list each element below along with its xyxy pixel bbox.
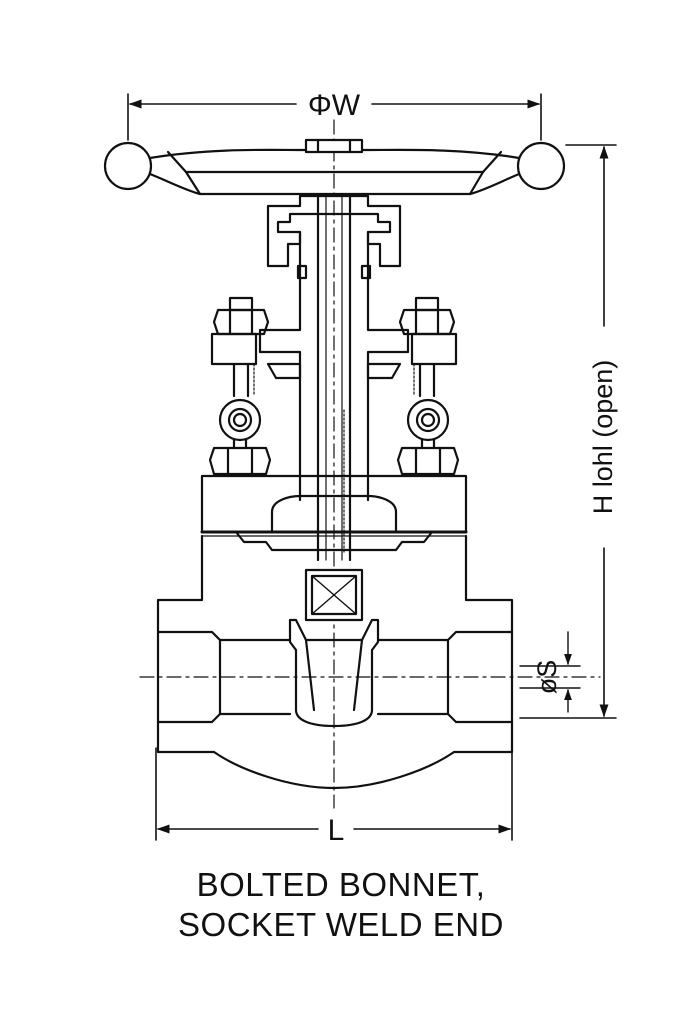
bonnet: [200, 474, 468, 552]
center-lines: [139, 119, 601, 809]
valve-stem: [316, 194, 352, 562]
right-gland-bolt: [396, 296, 460, 476]
dimension-h: H lohl (open): [519, 144, 618, 719]
gate-wedge: [288, 568, 380, 728]
dimension-w-label: ΦW: [308, 89, 361, 122]
dimension-l: L: [155, 747, 513, 847]
dimension-s: øS: [519, 631, 581, 713]
dimension-l-label: L: [328, 814, 345, 847]
yoke-arms: [258, 278, 410, 502]
left-gland-bolt: [208, 296, 272, 476]
dimension-h-label: H lohl (open): [588, 360, 618, 515]
caption-line-1: BOLTED BONNET,: [196, 866, 486, 903]
handwheel: [103, 138, 566, 196]
caption-line-2: SOCKET WELD END: [178, 906, 504, 943]
yoke-top: [266, 194, 402, 282]
valve-body: [156, 534, 514, 790]
dimension-w: ΦW: [127, 89, 542, 141]
